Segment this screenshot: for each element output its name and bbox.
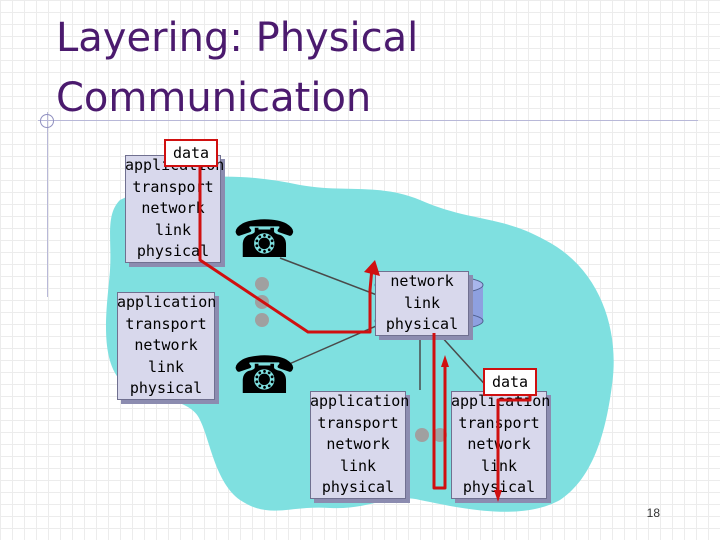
host-dot-icon xyxy=(255,277,269,291)
protocol-stack-bottom-right: application transport network link physi… xyxy=(451,391,551,503)
telephone-icon: ☎ xyxy=(232,346,297,406)
layer-network: network xyxy=(134,336,198,355)
title-line-2: Communication xyxy=(56,75,372,121)
layer-physical: physical xyxy=(321,478,395,497)
layer-link: link xyxy=(480,456,518,475)
protocol-stack-router: network link physical xyxy=(375,271,473,340)
layer-link: link xyxy=(339,456,377,475)
host-dot-icon xyxy=(255,295,269,309)
layer-network: network xyxy=(467,435,531,454)
layer-network: network xyxy=(390,272,454,290)
layer-application: application xyxy=(117,293,217,311)
protocol-stack-bottom-left: application transport network link physi… xyxy=(117,292,219,404)
layer-link: link xyxy=(154,220,192,239)
protocol-stack-top-left: application transport network link physi… xyxy=(125,155,225,267)
host-dot-icon xyxy=(255,313,269,327)
layer-link: link xyxy=(403,293,441,312)
page-number: 18 xyxy=(646,506,660,520)
layer-physical: physical xyxy=(136,242,210,261)
title-line-1: Layering: Physical xyxy=(56,15,419,61)
layer-transport: transport xyxy=(125,314,207,333)
telephone-icon: ☎ xyxy=(232,210,297,270)
layer-network: network xyxy=(141,199,205,218)
data-label-destination: data xyxy=(483,368,537,396)
layer-physical: physical xyxy=(462,478,536,497)
layer-transport: transport xyxy=(132,177,214,196)
layer-physical: physical xyxy=(385,315,459,334)
layer-network: network xyxy=(326,435,390,454)
layer-link: link xyxy=(147,357,185,376)
decorative-circle xyxy=(40,114,54,128)
protocol-stack-bottom-middle: application transport network link physi… xyxy=(310,391,410,503)
decorative-horizontal-rule xyxy=(38,120,698,121)
layer-application: application xyxy=(310,392,410,410)
layer-transport: transport xyxy=(317,413,399,432)
data-label-source: data xyxy=(164,139,218,167)
layer-physical: physical xyxy=(129,379,203,398)
host-dot-icon xyxy=(415,428,429,442)
slide-title: Layering: Physical Communication xyxy=(56,8,656,128)
decorative-vertical-rule xyxy=(47,112,48,297)
host-dot-icon xyxy=(433,428,447,442)
layer-transport: transport xyxy=(458,413,540,432)
